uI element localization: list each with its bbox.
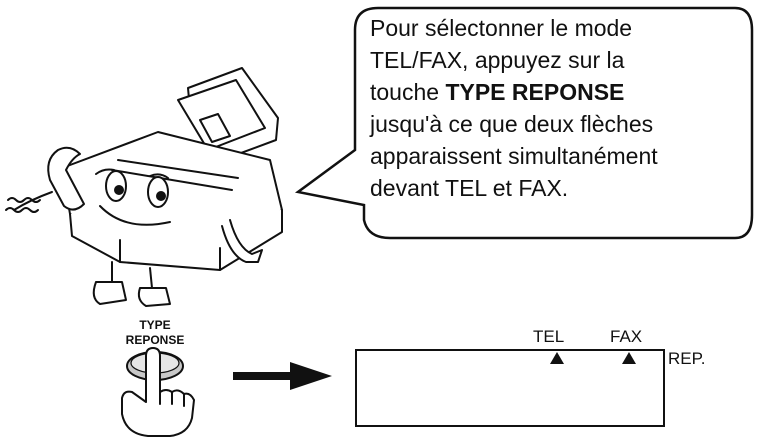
fax-machine-character <box>5 67 283 307</box>
instruction-line: jusqu'à ce que deux flèches <box>370 111 654 137</box>
fax-arrow-icon <box>622 352 636 364</box>
button-label: TYPE REPONSE <box>105 318 205 348</box>
speech-bubble <box>294 6 754 240</box>
pointing-finger-icon <box>121 347 195 437</box>
instruction-text: Pour sélectonner le mode TEL/FAX, appuye… <box>370 12 750 204</box>
instruction-line: TEL/FAX, appuyez sur la <box>370 47 625 73</box>
instruction-text-prefix: touche <box>370 79 446 105</box>
tel-arrow-icon <box>550 352 564 364</box>
fax-label: FAX <box>610 327 643 346</box>
instruction-line: touche TYPE REPONSE <box>370 76 750 108</box>
instruction-line: devant TEL et FAX. <box>370 175 569 201</box>
lcd-display <box>355 349 665 427</box>
instruction-line: apparaissent simultanément <box>370 143 658 169</box>
instruction-line: Pour sélectonner le mode <box>370 15 633 41</box>
key-name: TYPE REPONSE <box>445 79 625 105</box>
button-label-line1: TYPE <box>139 318 171 332</box>
rep-label: REP. <box>668 349 706 368</box>
arrow-right-icon <box>233 362 332 390</box>
button-label-line2: REPONSE <box>125 333 185 347</box>
tel-label: TEL <box>533 327 565 346</box>
